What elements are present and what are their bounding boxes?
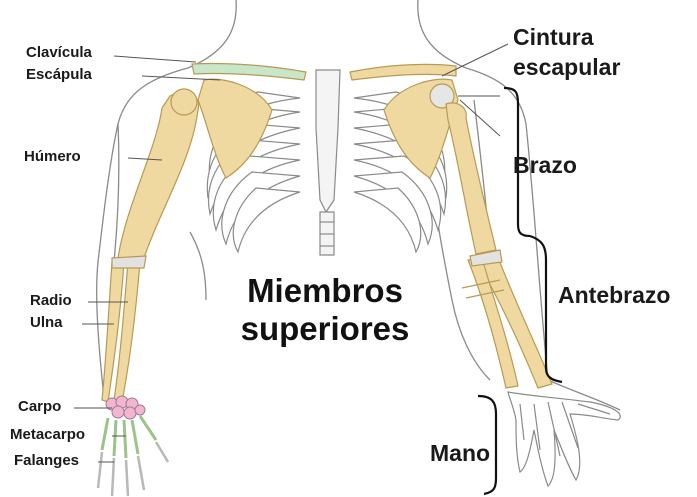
clavicula-label: Clavícula bbox=[26, 44, 92, 61]
antebrazo-label: Antebrazo bbox=[558, 282, 670, 309]
left-hand bbox=[98, 396, 168, 496]
escapular-label: escapular bbox=[513, 54, 620, 81]
metacarpo-label: Metacarpo bbox=[10, 426, 85, 443]
carpo-label: Carpo bbox=[18, 398, 61, 415]
diagram-title: Miembros superiores bbox=[200, 272, 450, 348]
left-arm-bones bbox=[102, 89, 199, 402]
radio-label: Radio bbox=[30, 292, 72, 309]
title-line-1: Miembros bbox=[200, 272, 450, 310]
ulna-label: Ulna bbox=[30, 314, 63, 331]
cintura-label: Cintura bbox=[513, 24, 594, 51]
title-line-2: superiores bbox=[200, 310, 450, 348]
escapula-label: Escápula bbox=[26, 66, 92, 83]
mano-label: Mano bbox=[430, 440, 490, 467]
humerus-left bbox=[118, 92, 199, 258]
brazo-label: Brazo bbox=[513, 152, 577, 179]
right-hand bbox=[508, 392, 620, 486]
humero-label: Húmero bbox=[24, 148, 81, 165]
falanges-label: Falanges bbox=[14, 452, 79, 469]
